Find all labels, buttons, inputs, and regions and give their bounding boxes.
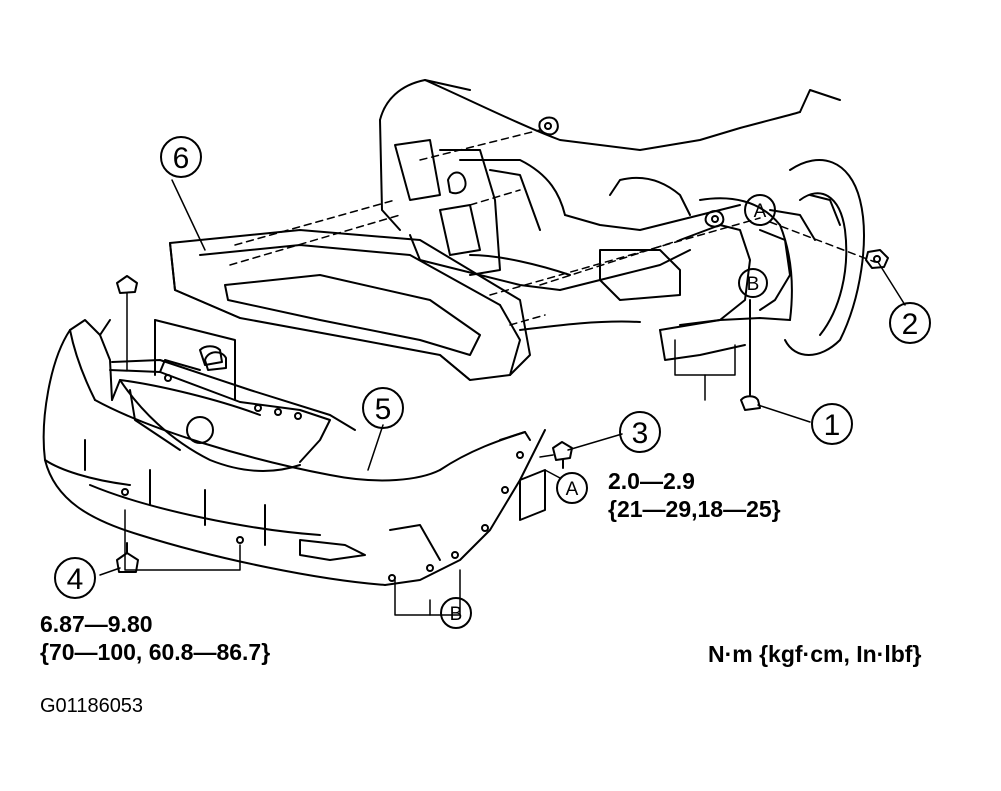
torque-spec-item4-alt: {70—100, 60.8—86.7}	[40, 639, 271, 665]
bumper-cover	[42, 319, 546, 586]
bumper-brackets	[154, 319, 546, 521]
svg-text:4: 4	[67, 563, 84, 596]
svg-text:5: 5	[375, 393, 392, 426]
svg-text:2: 2	[902, 308, 919, 341]
alignment-lines	[229, 129, 876, 326]
reference-letter-b-upper: B	[738, 268, 768, 298]
body-fasteners	[447, 116, 889, 269]
callout-6: 6	[160, 136, 202, 178]
svg-text:B: B	[450, 604, 463, 625]
callout-5: 5	[362, 387, 404, 429]
torque-spec-item4-nm: 6.87—9.80	[40, 611, 153, 637]
svg-text:1: 1	[824, 409, 841, 442]
leader-lines	[99, 179, 906, 576]
reference-letter-b-lower: B	[440, 597, 472, 629]
reference-letter-a-upper: A	[744, 194, 776, 226]
torque-spec-item3-alt: {21—29,18—25}	[608, 496, 781, 522]
reference-bracket-lines	[124, 339, 736, 616]
torque-spec-item4: 6.87—9.80 {70—100, 60.8—86.7}	[40, 610, 270, 666]
vehicle-body-outline	[379, 79, 841, 361]
svg-text:3: 3	[632, 417, 649, 450]
front-wheel-arch	[759, 159, 865, 356]
svg-text:6: 6	[173, 142, 190, 175]
svg-text:B: B	[747, 274, 760, 295]
svg-text:A: A	[754, 201, 767, 222]
torque-spec-item3-nm: 2.0—2.9	[608, 468, 695, 494]
bumper-fasteners	[116, 275, 761, 573]
bumper-reinforcement	[169, 229, 531, 381]
torque-spec-item3: 2.0—2.9 {21—29,18—25}	[608, 467, 781, 523]
callout-2: 2	[889, 302, 931, 344]
svg-text:A: A	[566, 479, 579, 500]
callout-4: 4	[54, 557, 96, 599]
grille	[109, 359, 331, 473]
units-note: N·m {kgf·cm, In·lbf}	[708, 641, 922, 667]
reference-letter-a-lower: A	[556, 472, 588, 504]
callout-3: 3	[619, 411, 661, 453]
callout-1: 1	[811, 403, 853, 445]
figure-id: G01186053	[40, 695, 144, 717]
